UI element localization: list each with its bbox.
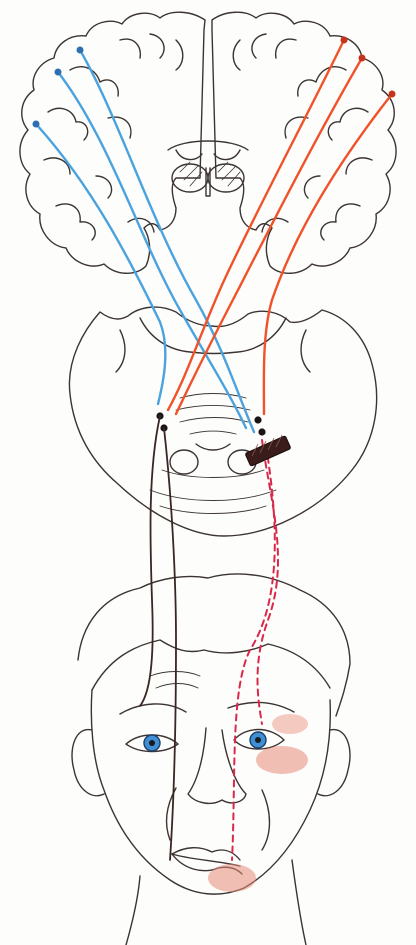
blue-neuron-2 [55, 69, 62, 76]
right-eye-blush [272, 714, 308, 734]
red-neuron-1 [341, 37, 348, 44]
facial-nucleus-right-lower [258, 428, 265, 435]
red-neuron-2 [359, 55, 366, 62]
facial-nucleus-right-upper [254, 416, 261, 423]
right-cheek-blush [256, 746, 308, 774]
right-lip-blush [208, 864, 256, 892]
blue-neuron-3 [33, 121, 40, 128]
red-neuron-3 [389, 91, 396, 98]
right-pupil [255, 737, 261, 743]
blue-neuron-1 [77, 47, 84, 54]
left-pupil [149, 740, 155, 746]
